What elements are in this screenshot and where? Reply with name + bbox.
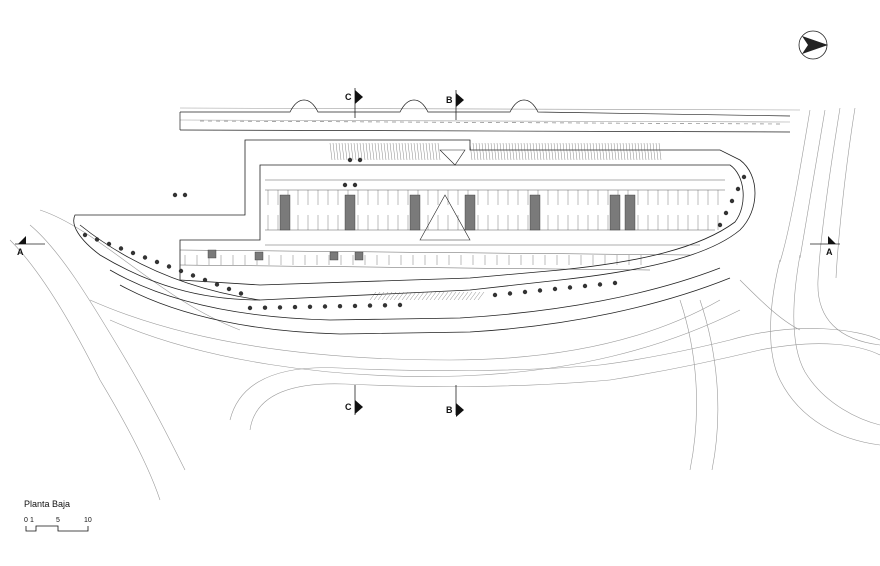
scale-bar: 0 1 5 10 (24, 517, 92, 532)
scale-label-0: 0 (24, 517, 28, 524)
drawing-title: Planta Baja (24, 499, 71, 509)
section-b-bottom-marker: B (446, 385, 464, 417)
structural-cores (207, 194, 636, 261)
scale-label-5: 5 (56, 517, 60, 524)
section-b-bottom-label: B (446, 405, 453, 415)
section-a-left-label: A (17, 247, 24, 257)
section-a-right-label: A (826, 247, 833, 257)
section-a-right-marker: A (810, 236, 840, 257)
trees (82, 157, 747, 311)
section-c-bottom-marker: C (345, 385, 363, 415)
top-road (179, 99, 791, 133)
parking-stalls (184, 190, 719, 265)
section-a-left-marker: A (15, 236, 45, 257)
section-c-top-marker: C (345, 88, 363, 118)
central-plaza (419, 149, 471, 241)
parking-grid (179, 179, 725, 271)
section-c-bottom-label: C (345, 402, 352, 412)
site-roads (9, 107, 880, 501)
scale-label-1: 1 (30, 517, 34, 524)
section-b-top-label: B (446, 95, 453, 105)
building-outline (73, 139, 756, 335)
ramp-hatching (329, 142, 662, 161)
scale-label-10: 10 (84, 517, 92, 524)
north-arrow-icon (798, 30, 828, 60)
lower-ramp-hatching (369, 291, 485, 301)
section-c-top-label: C (345, 92, 352, 102)
section-b-top-marker: B (446, 90, 464, 120)
